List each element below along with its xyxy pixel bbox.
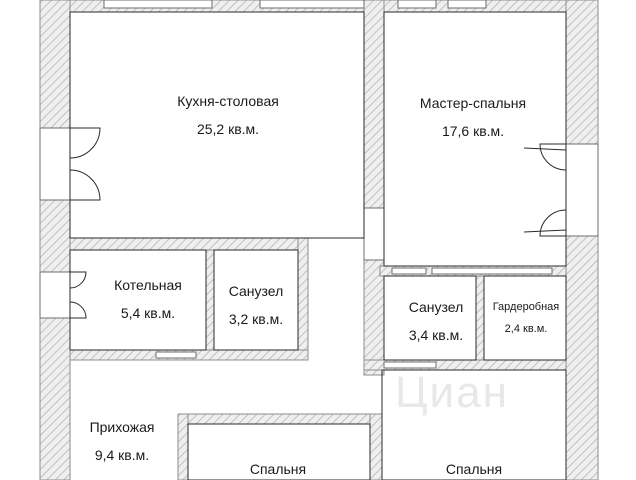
window-right-master <box>565 143 599 237</box>
room-name: Кухня-столовая <box>177 93 279 109</box>
room-name: Котельная <box>114 277 182 293</box>
wall-bedroom1-left <box>177 413 189 480</box>
room-area: 3,2 кв.м. <box>228 311 284 327</box>
room-label-wardrobe: Гардеробная 2,4 кв.м. <box>484 300 568 336</box>
room-name: Прихожая <box>89 419 155 435</box>
room-label-bedroom1: Спальня <box>218 460 338 478</box>
window-left-kitchen <box>39 127 71 201</box>
opening-wardrobe-top <box>431 267 553 275</box>
room-area: 2,4 кв.м. <box>504 323 548 335</box>
watermark-text: Циан <box>395 368 509 417</box>
opening-boiler-bottom <box>155 351 197 359</box>
outline-wardrobe <box>483 275 567 361</box>
outline-boiler <box>69 249 207 351</box>
wall-bedrooms-divider <box>369 413 383 480</box>
window-top-master-left <box>397 0 437 9</box>
room-name: Спальня <box>445 461 503 477</box>
room-area: 3,4 кв.м. <box>408 327 464 343</box>
room-label-kitchen: Кухня-столовая 25,2 кв.м. <box>158 92 298 138</box>
outline-bathroom1 <box>213 249 299 351</box>
wall-boiler-top <box>69 237 303 251</box>
room-name: Мастер-спальня <box>419 95 527 111</box>
windows <box>39 0 599 369</box>
room-name: Спальня <box>249 461 307 477</box>
room-name: Санузел <box>408 299 464 315</box>
outline-bedroom2 <box>381 369 567 480</box>
wall-bedroom-top <box>177 413 383 425</box>
door-master-right <box>523 143 567 237</box>
room-outlines <box>69 11 567 480</box>
room-label-boiler: Котельная 5,4 кв.м. <box>88 276 208 322</box>
opening-bath2-bottom <box>383 361 437 369</box>
outline-kitchen <box>69 11 365 239</box>
room-label-master-bedroom: Мастер-спальня 17,6 кв.м. <box>398 94 548 140</box>
wall-center-vertical <box>363 0 385 376</box>
wall-right <box>565 0 599 480</box>
outline-bathroom2 <box>383 275 477 361</box>
room-area: 17,6 кв.м. <box>441 123 505 139</box>
outline-bedroom1 <box>187 423 371 480</box>
outline-master <box>383 11 567 267</box>
room-label-bathroom1: Санузел 3,2 кв.м. <box>214 282 298 328</box>
room-label-hallway: Прихожая 9,4 кв.м. <box>74 418 170 464</box>
room-area: 25,2 кв.м. <box>196 121 260 137</box>
room-area: 9,4 кв.м. <box>94 447 150 463</box>
room-label-bedroom2: Спальня <box>414 460 534 478</box>
door-boiler-left <box>69 271 87 319</box>
room-name: Гардеробная <box>492 301 560 313</box>
room-area: 5,4 кв.м. <box>120 305 176 321</box>
window-top-kitchen-left <box>103 0 213 9</box>
opening-bath-top <box>391 267 427 275</box>
window-left-boiler <box>39 271 71 319</box>
window-top-master-right <box>447 0 487 9</box>
wall-left <box>39 0 71 480</box>
opening-master-center <box>363 207 385 261</box>
wall-boiler-right <box>297 237 309 361</box>
door-kitchen-left <box>69 127 101 201</box>
room-name: Санузел <box>228 283 284 299</box>
window-top-kitchen-right <box>259 0 365 9</box>
room-label-bathroom2: Санузел 3,4 кв.м. <box>390 298 482 344</box>
